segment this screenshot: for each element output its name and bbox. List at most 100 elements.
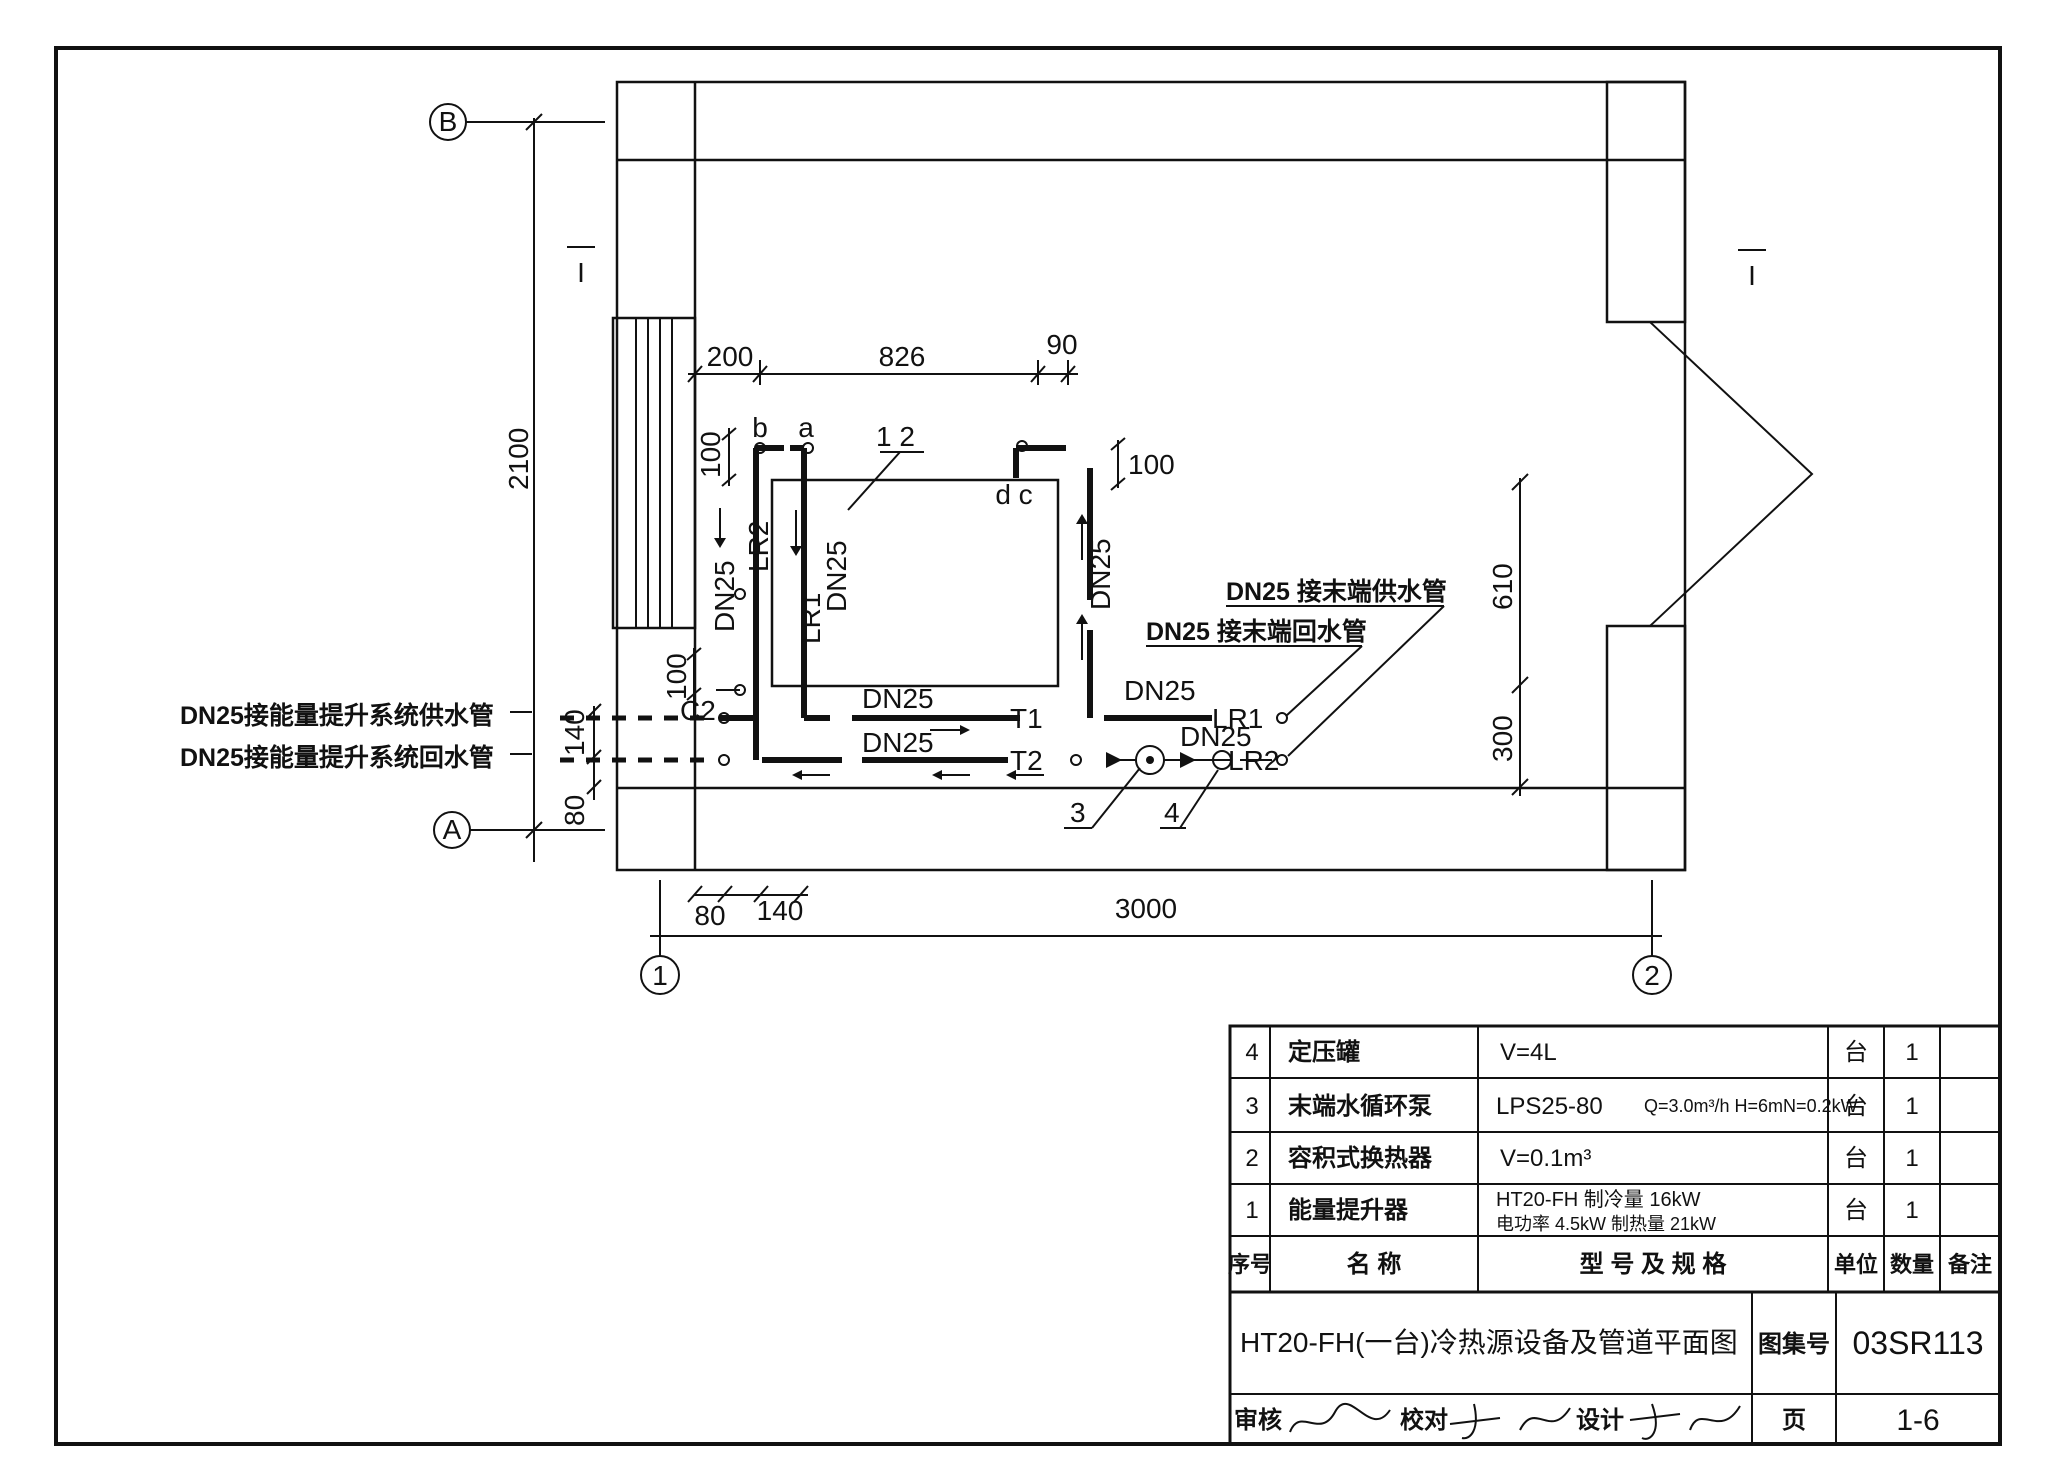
svg-text:B: B [439,106,458,137]
label-dn25-lr1: DN25 [1124,675,1196,706]
svg-text:图集号: 图集号 [1758,1330,1830,1358]
equipment-table: 4 定压罐 V=4L 台 1 3 末端水循环泵 LPS25-80 Q=3.0m³… [1228,1024,2002,1294]
svg-text:页: 页 [1782,1407,1806,1434]
label-b: b [752,412,768,443]
item-leader-4: 4 [1160,769,1219,829]
svg-text:826: 826 [879,341,926,372]
signature-checker [1449,1403,1571,1440]
label-lr2-riser: LR2 [743,521,774,572]
svg-text:2: 2 [1245,1145,1258,1172]
terminal-supply-leader: DN25 接末端供水管 [1226,577,1447,757]
dimension-top-row: 200 826 90 [687,329,1078,385]
svg-text:140: 140 [757,895,804,926]
svg-text:HT20-FH 制冷量 16kW: HT20-FH 制冷量 16kW [1496,1188,1701,1211]
pipe-network [560,445,1212,763]
title-block: HT20-FH(一台)冷热源设备及管道平面图 图集号 03SR113 审核 校对… [1228,1290,2002,1446]
label-c2: C2 [680,695,716,726]
heat-exchanger-block [770,478,1060,688]
label-lr2-out: LR2 [1228,745,1279,776]
svg-text:100: 100 [695,431,726,478]
pipe-nodes [718,440,1288,766]
grid-axis-b: B [429,103,605,141]
svg-text:台: 台 [1844,1197,1868,1224]
svg-text:4: 4 [1164,797,1180,828]
svg-text:单位: 单位 [1834,1252,1878,1277]
atlas-number: 03SR113 [1852,1325,1983,1361]
svg-text:台: 台 [1844,1039,1868,1066]
item-leader-1-2: 1 2 [847,421,924,511]
item-leader-3: 3 [1064,767,1141,829]
svg-text:电功率 4.5kW 制热量 21kW: 电功率 4.5kW 制热量 21kW [1496,1214,1716,1234]
label-dn25-t2: DN25 [862,727,934,758]
signature-reviewer [1289,1403,1391,1433]
dimension-610-300: 610 300 [1487,473,1529,796]
grid-axis-2: 2 [1632,880,1672,995]
svg-text:1: 1 [1905,1145,1918,1172]
label-lr1-riser: LR1 [795,593,826,644]
svg-text:能量提升器: 能量提升器 [1288,1196,1409,1224]
svg-text:台: 台 [1844,1093,1868,1120]
svg-text:数量: 数量 [1890,1252,1934,1277]
svg-text:300: 300 [1487,715,1518,762]
svg-text:A: A [443,814,462,845]
dimension-2100: 2100 [503,113,543,862]
room-walls [611,80,1814,872]
svg-text:4: 4 [1245,1039,1258,1066]
svg-text:备注: 备注 [1947,1252,1992,1277]
svg-text:1: 1 [1905,1039,1918,1066]
section-mark-right: I [1738,249,1766,291]
svg-text:LPS25-80: LPS25-80 [1496,1093,1603,1120]
svg-text:DN25 接末端回水管: DN25 接末端回水管 [1146,617,1367,646]
svg-text:1: 1 [1905,1093,1918,1120]
svg-text:1 2: 1 2 [876,421,915,452]
svg-text:80: 80 [694,900,725,931]
svg-text:DN25接能量提升系统供水管: DN25接能量提升系统供水管 [180,701,494,730]
signature-designer [1629,1403,1741,1440]
sheet-border [54,46,2002,1446]
svg-text:610: 610 [1487,563,1518,610]
label-t1: T1 [1010,703,1043,734]
svg-text:90: 90 [1046,329,1077,360]
system-return-label: DN25接能量提升系统回水管 [180,743,532,772]
svg-text:1: 1 [1905,1197,1918,1224]
drawing-title: HT20-FH(一台)冷热源设备及管道平面图 [1240,1327,1738,1358]
svg-text:100: 100 [1128,449,1175,480]
svg-text:200: 200 [707,341,754,372]
section-mark-left: I [567,246,595,288]
svg-text:3: 3 [1245,1093,1258,1120]
dimension-bottom-row: 80 140 3000 [650,885,1662,937]
svg-text:台: 台 [1844,1145,1868,1172]
svg-text:80: 80 [559,795,590,826]
svg-text:定压罐: 定压罐 [1288,1038,1360,1066]
dimension-100-right: 100 [1110,437,1175,491]
label-a: a [798,412,814,443]
svg-text:2: 2 [1644,960,1660,991]
svg-text:3: 3 [1070,797,1086,828]
svg-text:1: 1 [652,960,668,991]
svg-text:I: I [577,257,585,288]
label-d-c: d c [995,479,1032,510]
label-t2: T2 [1010,745,1043,776]
svg-text:100: 100 [661,653,692,700]
terminal-return-leader: DN25 接末端回水管 [1146,617,1367,717]
label-dn25-c: DN25 [1085,538,1116,610]
svg-text:审核: 审核 [1234,1406,1282,1434]
svg-text:DN25 接末端供水管: DN25 接末端供水管 [1226,577,1447,606]
dimension-100-lower: 100 [661,647,702,720]
label-dn25-lr2: DN25 [1180,721,1252,752]
dimension-140-80-vertical: 140 80 [559,703,602,826]
svg-text:I: I [1748,260,1756,291]
svg-text:3000: 3000 [1115,893,1177,924]
svg-text:校对: 校对 [1400,1406,1448,1434]
svg-text:型 号 及 规 格: 型 号 及 规 格 [1580,1251,1728,1278]
svg-text:2100: 2100 [503,428,534,490]
svg-text:V=4L: V=4L [1500,1039,1557,1066]
label-dn25-a: DN25 [821,540,852,612]
system-supply-label: DN25接能量提升系统供水管 [180,701,532,730]
label-dn25-t1: DN25 [862,683,934,714]
svg-text:名 称: 名 称 [1347,1250,1402,1278]
dimension-100-left: 100 [695,427,737,487]
grid-axis-a: A [433,811,605,849]
svg-text:V=0.1m³: V=0.1m³ [1500,1145,1591,1172]
